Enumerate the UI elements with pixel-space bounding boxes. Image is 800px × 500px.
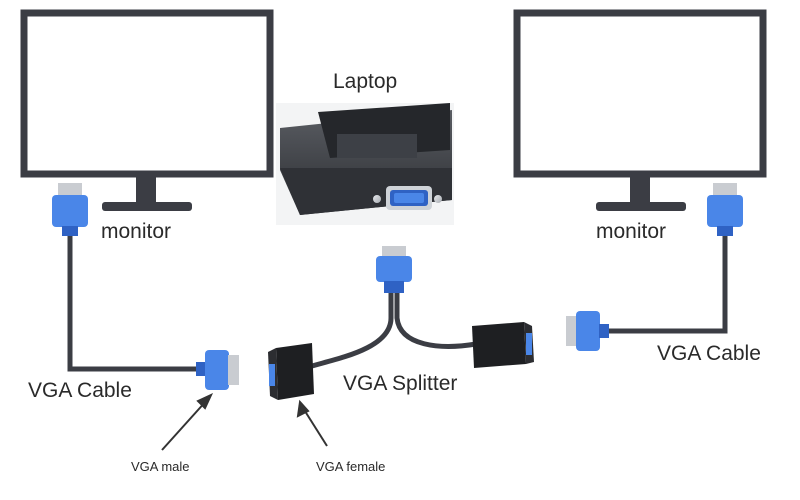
left-monitor-power-light [246,165,256,169]
arrow-vga-female [302,407,328,447]
left-monitor [20,9,274,211]
arrow-vga-male [161,399,208,451]
label-vga-female: VGA female [316,459,385,474]
right-vga-cable [606,236,728,334]
connector-splitter-input [376,246,412,293]
label-laptop: Laptop [333,70,397,93]
arrows [161,392,328,451]
right-monitor-power-light [740,165,750,169]
splitter-adapter-left [268,343,314,400]
label-vga-cable-right: VGA Cable [657,342,761,365]
splitter-cable-right [394,292,477,349]
label-monitor-left: monitor [101,220,171,243]
right-monitor [513,9,767,211]
connector-vga-male [196,350,239,390]
label-vga-splitter: VGA Splitter [343,372,457,395]
right-monitor-neck [630,177,650,203]
splitter-cable-left [311,292,394,369]
arrow-vga-male-head [196,392,214,410]
left-monitor-neck [136,177,156,203]
left-monitor-screen [20,9,274,178]
connector-left-monitor [52,183,88,236]
left-monitor-base [102,202,192,211]
laptop-photo [276,103,454,225]
arrow-vga-female-head [296,399,310,418]
splitter-adapter-right [472,322,534,368]
connector-right-monitor [707,183,743,236]
connector-right-cable-end [566,311,609,351]
label-vga-cable-left: VGA Cable [28,379,132,402]
label-vga-male: VGA male [131,459,190,474]
right-monitor-screen [513,9,767,178]
cables [67,236,728,372]
right-monitor-base [596,202,686,211]
label-monitor-right: monitor [596,220,666,243]
left-vga-cable [67,236,198,372]
